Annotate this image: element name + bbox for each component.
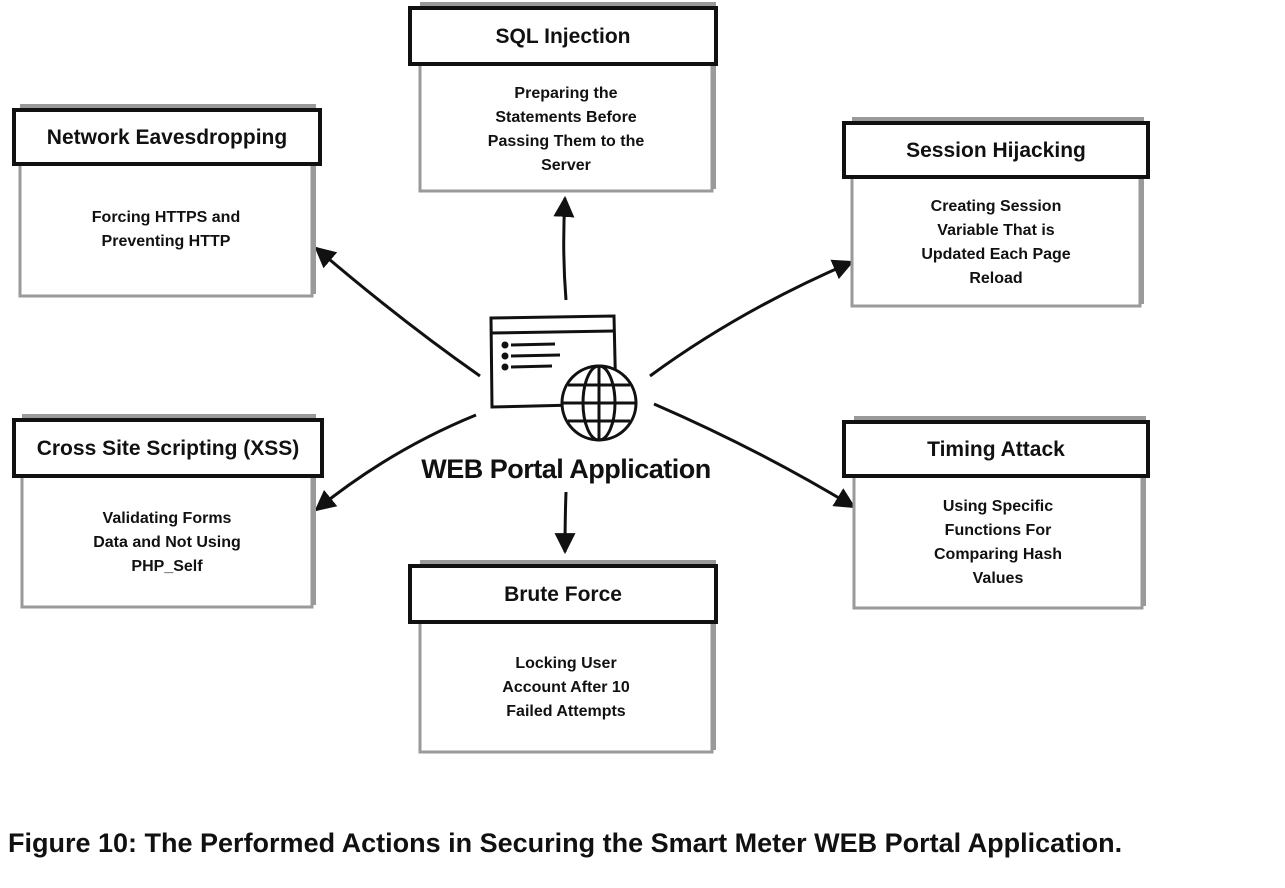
security-diagram: WEB Portal Application SQL InjectionPrep… (12, 2, 1150, 754)
node-desc-line: Preparing the (514, 85, 617, 102)
arrow-to-timing-attack (653, 402, 856, 509)
node-desc-line: Reload (969, 270, 1022, 287)
node-desc-line: Variable That is (937, 222, 1054, 239)
node-desc-line: Comparing Hash (934, 546, 1062, 563)
node-title: Network Eavesdropping (47, 126, 287, 149)
node-desc-line: PHP_Self (131, 558, 203, 575)
node-desc-line: Forcing HTTPS and (92, 209, 240, 226)
node-desc-line: Passing Them to the (488, 133, 645, 150)
node-title-box (842, 420, 1150, 478)
figure-caption: Figure 10: The Performed Actions in Secu… (8, 828, 1123, 858)
arrow-to-session-hijacking (649, 259, 854, 378)
arrow-to-brute-force (554, 491, 576, 555)
connectors (314, 195, 856, 555)
globe-icon (560, 364, 638, 442)
node-title: Session Hijacking (906, 139, 1086, 162)
node-desc-line: Data and Not Using (93, 534, 241, 551)
arrow-to-xss (314, 413, 477, 512)
web-portal-icon (489, 314, 638, 442)
node-desc-line: Functions For (945, 522, 1052, 539)
node-desc-line: Locking User (515, 655, 616, 672)
node-desc-line: Validating Forms (103, 510, 232, 527)
center-label: WEB Portal Application (421, 454, 711, 484)
node-title-box (408, 6, 718, 66)
node-desc-line: Statements Before (495, 109, 636, 126)
node-title-box (842, 121, 1150, 179)
node-title: Brute Force (504, 583, 622, 606)
node-title: Cross Site Scripting (XSS) (37, 437, 300, 460)
node-title-box (12, 418, 324, 478)
node-title-box (408, 564, 718, 624)
node-desc-line: Failed Attempts (506, 703, 626, 720)
node-desc-line: Server (541, 157, 591, 174)
node-desc-line: Creating Session (931, 198, 1062, 215)
node-title: SQL Injection (496, 25, 631, 48)
node-desc-line: Account After 10 (502, 679, 630, 696)
arrow-to-network-eavesdropping (314, 246, 481, 378)
node-desc-line: Updated Each Page (921, 246, 1070, 263)
node-xss: Cross Site Scripting (XSS) Validating For… (12, 414, 324, 609)
arrow-to-sql-injection (553, 195, 575, 301)
node-desc-line: Preventing HTTP (102, 233, 231, 250)
node-title-box (12, 108, 322, 166)
node-desc-line: Values (973, 570, 1024, 587)
node-title: Timing Attack (927, 438, 1065, 461)
node-desc-line: Using Specific (943, 498, 1053, 515)
